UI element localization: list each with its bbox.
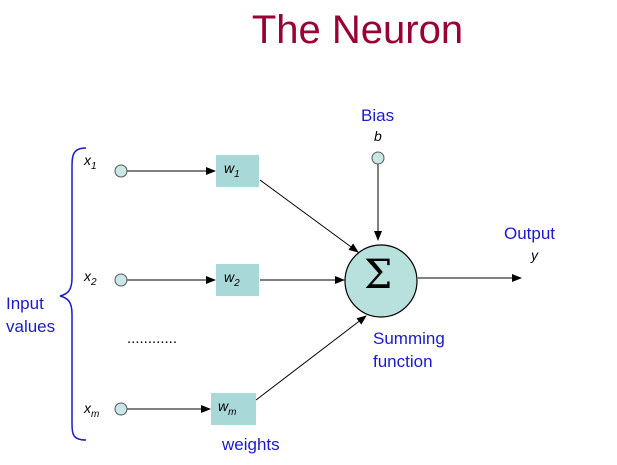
output-var: y bbox=[531, 247, 538, 263]
summing-node bbox=[344, 244, 418, 318]
weight-label-2: w2 bbox=[224, 269, 240, 289]
output-label: Output bbox=[504, 224, 556, 243]
bias-var: b bbox=[374, 128, 382, 144]
weight-label-m: wm bbox=[218, 398, 237, 418]
weight-box-m bbox=[211, 393, 256, 425]
input-label-m: xm bbox=[84, 400, 100, 420]
sum-symbol: Σ bbox=[364, 252, 393, 298]
bias-label: Bias bbox=[361, 106, 395, 125]
bias-node bbox=[371, 151, 385, 165]
input-brace bbox=[59, 147, 87, 441]
weight-box-2 bbox=[216, 264, 259, 296]
input-values-label: Input values bbox=[6, 294, 56, 336]
weight-box-1 bbox=[216, 155, 259, 187]
input-node-2 bbox=[114, 273, 128, 287]
weight-line-1 bbox=[259, 179, 359, 253]
input-label-2: x2 bbox=[84, 268, 97, 288]
weight-label-1: w1 bbox=[224, 160, 240, 180]
weight-line-m bbox=[255, 315, 367, 401]
weights-label: weights bbox=[222, 435, 280, 454]
summing-function-label: Summing function bbox=[373, 329, 445, 371]
input-node-m bbox=[114, 402, 128, 416]
ellipsis: ............ bbox=[127, 330, 178, 347]
input-node-1 bbox=[114, 164, 128, 178]
input-label-1: x1 bbox=[84, 152, 97, 172]
page-title: The Neuron bbox=[251, 8, 464, 52]
